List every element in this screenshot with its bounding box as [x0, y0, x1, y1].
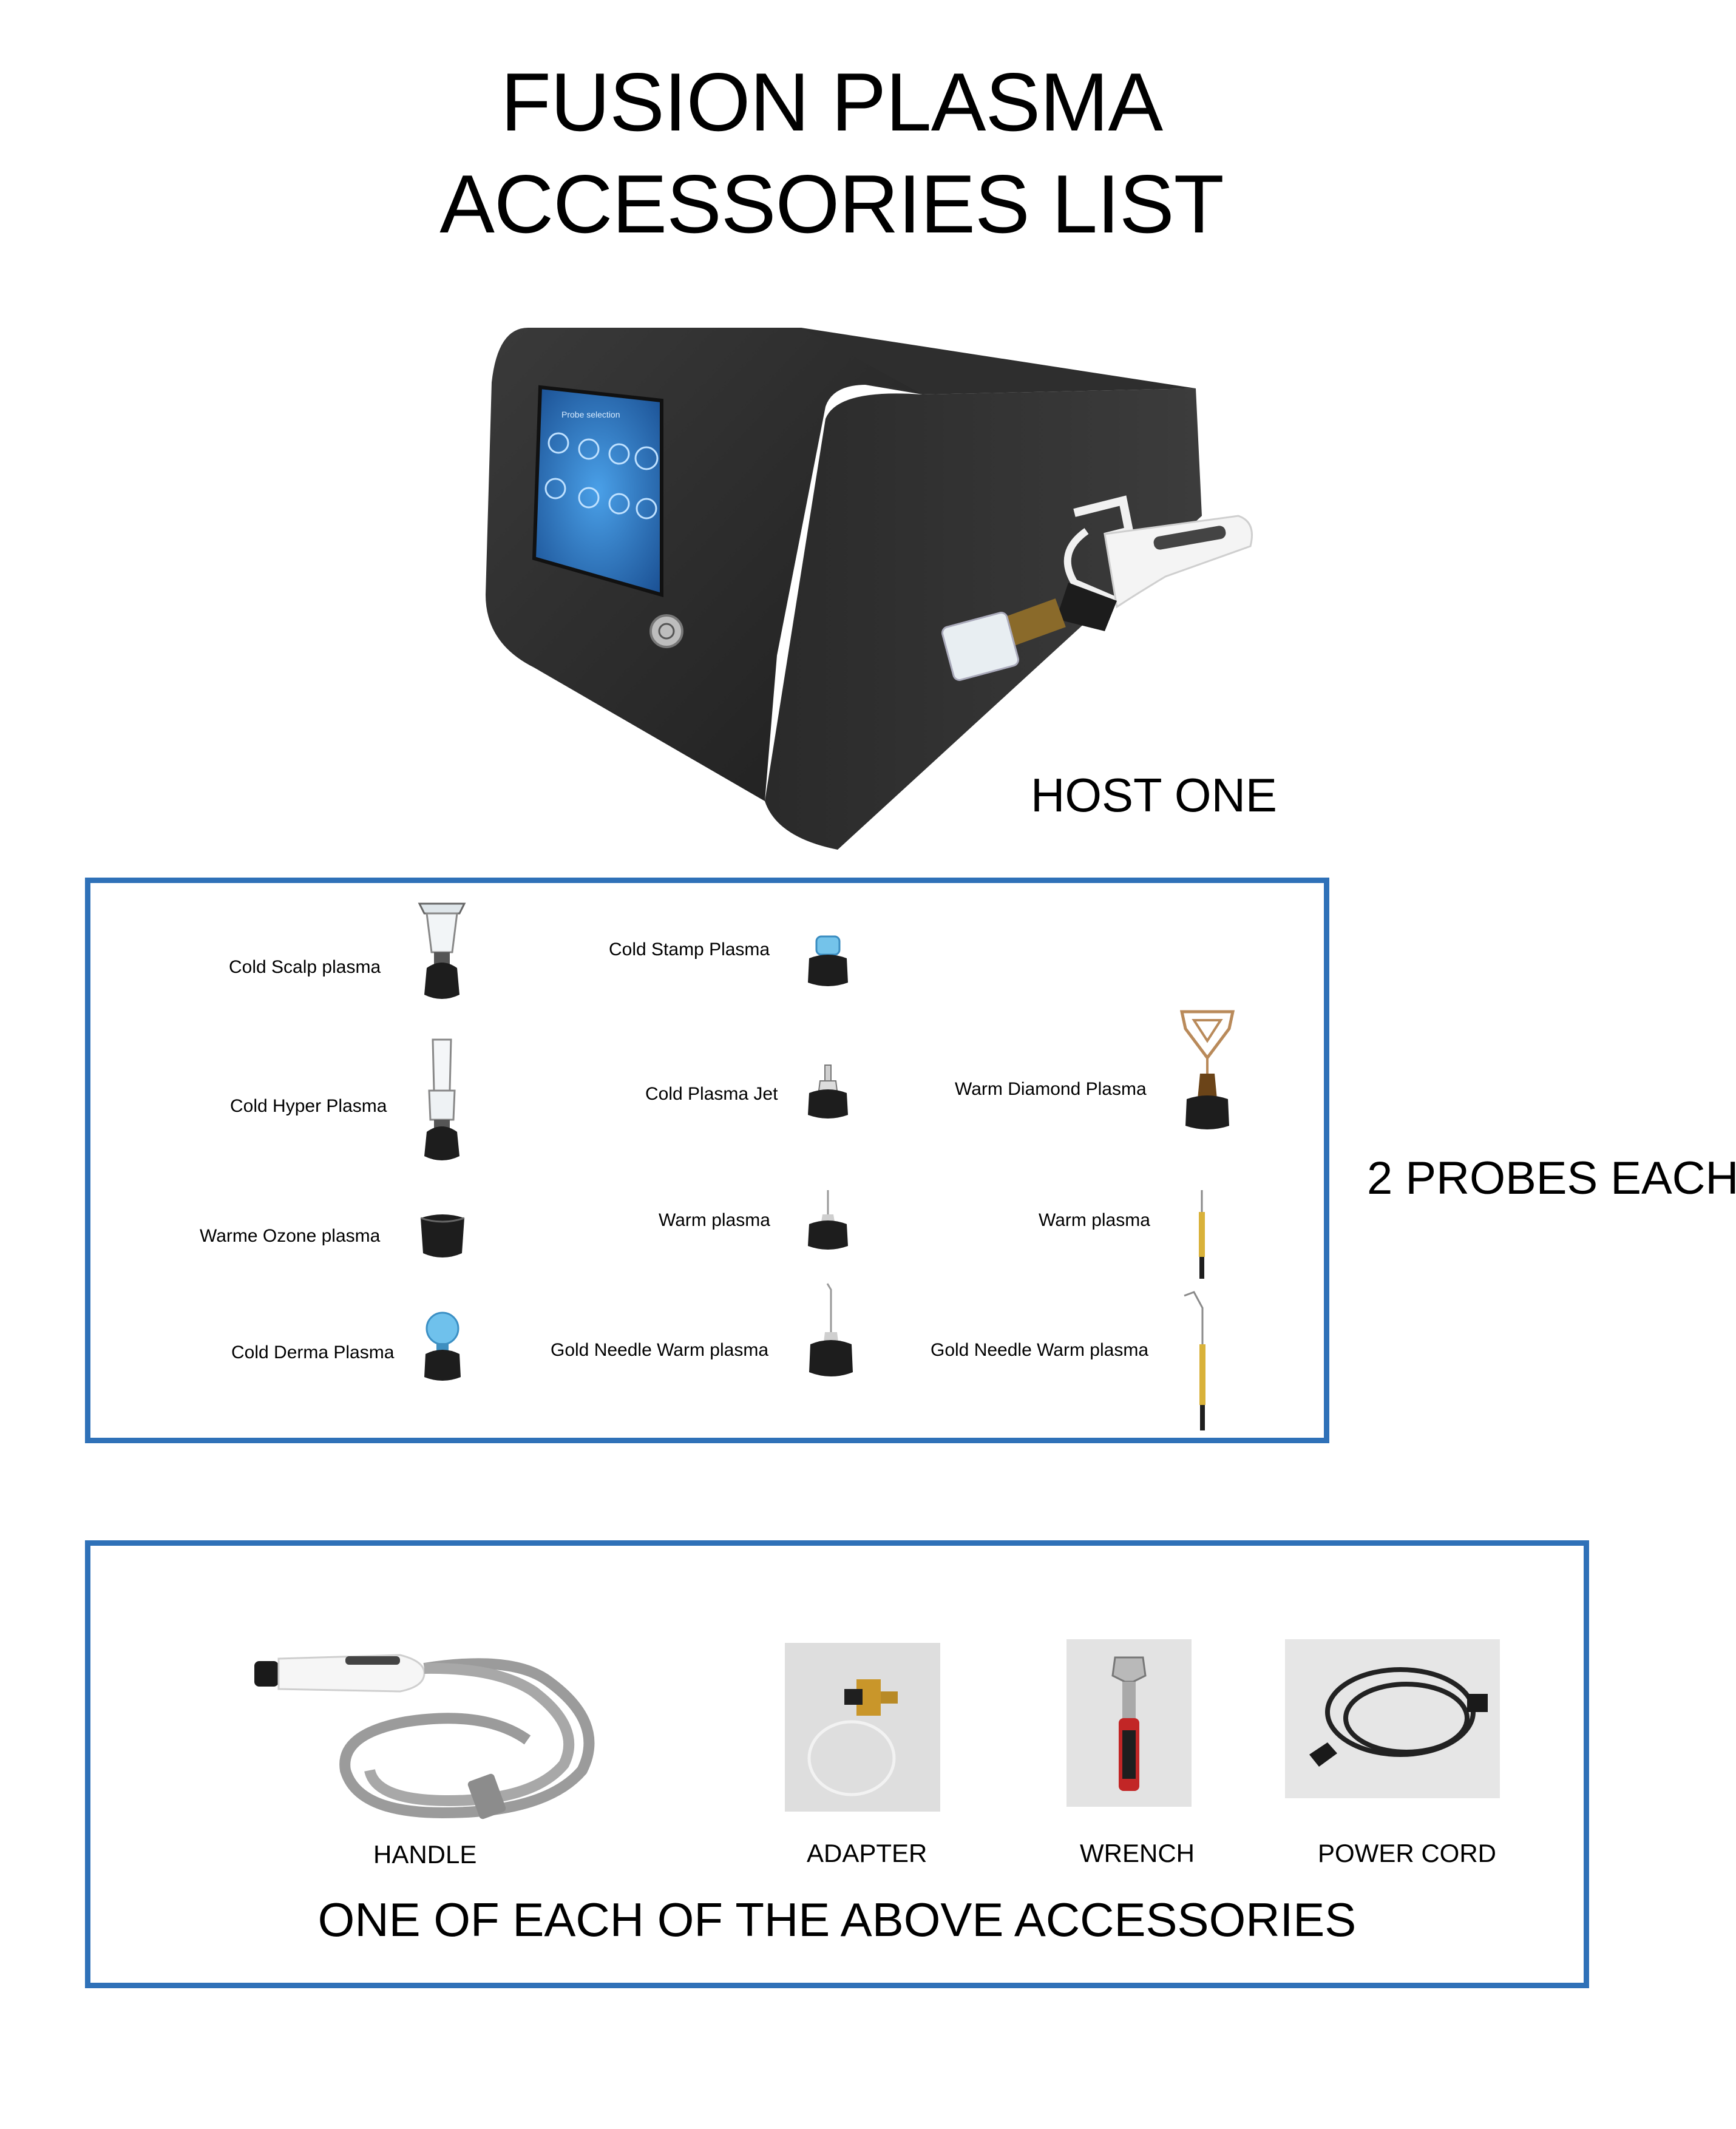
probe-label: Cold Scalp plasma [229, 957, 381, 977]
probe-label: Cold Stamp Plasma [609, 939, 770, 960]
power-cord-icon [1309, 1667, 1488, 1767]
accessories-panel: HANDLE ADAPTER WRENCH POWER CORD ONE OF … [85, 1540, 1589, 1988]
wrench-photo [1066, 1639, 1192, 1807]
probe-label: Cold Derma Plasma [231, 1342, 395, 1362]
handle-image [254, 1654, 595, 1819]
warm-plasma-probe-icon [808, 1190, 848, 1250]
probe-label: Gold Needle Warm plasma [551, 1340, 769, 1360]
warm-needle-probe-icon [1199, 1190, 1205, 1279]
accessory-label-handle: HANDLE [373, 1840, 477, 1869]
probes-note: 2 PROBES EACH [1367, 1153, 1736, 1204]
adapter-icon [807, 1679, 898, 1796]
accessories-note: ONE OF EACH OF THE ABOVE ACCESSORIES [317, 1893, 1357, 1946]
accessory-label-adapter: ADAPTER [807, 1839, 927, 1867]
host-label: HOST ONE [1031, 768, 1277, 822]
power-cord-photo [1285, 1639, 1500, 1798]
probe-label: Gold Needle Warm plasma [931, 1340, 1149, 1360]
host-machine-image: Probe selection [486, 328, 1253, 850]
gold-needle-warm-long-probe-icon [1184, 1291, 1205, 1430]
cold-hyper-probe-icon [424, 1038, 459, 1160]
cold-scalp-probe-icon [418, 902, 466, 999]
probe-label: Warm Diamond Plasma [955, 1079, 1147, 1099]
probe-label: Cold Hyper Plasma [230, 1096, 387, 1116]
accessory-label-power-cord: POWER CORD [1318, 1839, 1496, 1867]
probe-label: Warm plasma [1039, 1210, 1150, 1230]
page-title-line-1: FUSION PLASMA [500, 56, 1163, 148]
accessory-label-wrench: WRENCH [1080, 1839, 1195, 1867]
warm-ozone-probe-icon [420, 1214, 465, 1257]
probes-panel: Cold Scalp plasma Cold Hyper Plasma Warm… [85, 878, 1329, 1443]
adapter-photo [785, 1643, 940, 1812]
gold-needle-warm-probe-icon [809, 1283, 853, 1376]
page-title-line-2: ACCESSORIES LIST [439, 158, 1224, 250]
warm-diamond-probe-icon [1179, 1010, 1235, 1129]
cold-stamp-probe-icon [808, 935, 848, 986]
probe-label: Warme Ozone plasma [200, 1226, 381, 1246]
cold-derma-probe-icon [424, 1312, 461, 1381]
cold-plasma-jet-probe-icon [808, 1064, 848, 1119]
probe-label: Warm plasma [659, 1210, 770, 1230]
probe-label: Cold Plasma Jet [645, 1084, 778, 1104]
screen-text: Probe selection [561, 410, 620, 419]
wrench-icon [1111, 1656, 1147, 1791]
